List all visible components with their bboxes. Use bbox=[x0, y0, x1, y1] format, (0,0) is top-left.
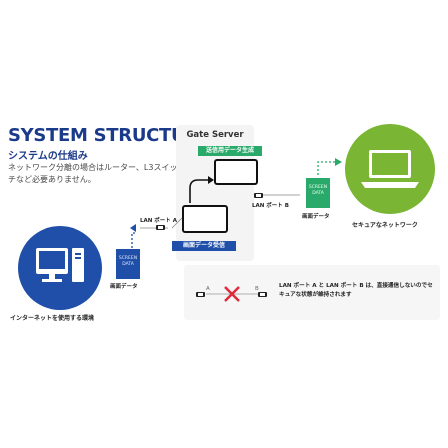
secure-network-circle bbox=[345, 124, 435, 214]
receive-screen bbox=[182, 205, 228, 233]
screen-data-doc-blue-text: SCREEN DATA bbox=[118, 256, 138, 267]
isolation-note-text: LAN ポート A と LAN ポート B は、直接通信しないのでセキュアな状態… bbox=[279, 283, 433, 298]
screen-data-caption-right: 画面データ bbox=[302, 214, 330, 220]
send-screen bbox=[214, 159, 258, 185]
internet-environment-circle bbox=[18, 226, 102, 310]
port-b-connector bbox=[254, 193, 263, 198]
port-b-label: LAN ポート B bbox=[252, 203, 289, 209]
screen-data-caption-left: 画面データ bbox=[110, 284, 138, 290]
isolation-note-panel bbox=[184, 265, 440, 320]
screen-data-doc-green-text: SCREEN DATA bbox=[308, 185, 328, 196]
diagram-description: ネットワーク分離の場合はルーター、L3スイッチなど必要ありません。 bbox=[8, 163, 178, 184]
legend-a-label: A bbox=[206, 286, 210, 292]
port-a-label: LAN ポート A bbox=[140, 218, 177, 224]
no-connection-icon bbox=[206, 286, 258, 302]
legend-b-label: B bbox=[255, 286, 259, 292]
screen-data-doc-blue: SCREEN DATA bbox=[116, 249, 140, 279]
gate-server-title: Gate Server bbox=[186, 130, 244, 140]
send-data-label: 送信用データ生成 bbox=[198, 146, 262, 156]
internet-environment-label: インターネットを使用する環境 bbox=[10, 315, 95, 322]
laptop-icon bbox=[361, 150, 419, 188]
legend-port-a bbox=[196, 292, 205, 297]
screen-data-doc-green: SCREEN DATA bbox=[306, 178, 330, 208]
secure-network-label: セキュアなネットワーク bbox=[352, 222, 418, 229]
receive-data-label: 画面データ受信 bbox=[172, 241, 236, 251]
legend-port-b bbox=[258, 292, 267, 297]
desktop-computer-icon bbox=[36, 248, 84, 282]
diagram-subtitle: システムの仕組み bbox=[8, 151, 88, 162]
diagram-title: SYSTEM STRUCTURE bbox=[8, 125, 211, 146]
port-a-connector bbox=[156, 225, 165, 230]
